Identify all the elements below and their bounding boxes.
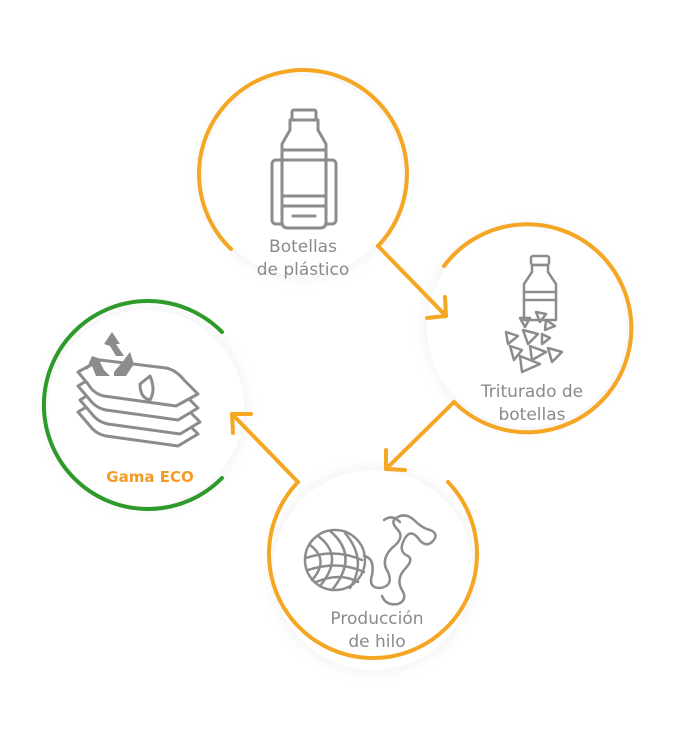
arrow-shred-to-yarn-icon	[384, 400, 456, 472]
yarn-ring	[267, 480, 479, 661]
label-yarn-production: Producción de hilo	[330, 608, 423, 654]
shredded-bottle-icon	[504, 254, 564, 374]
label-shredding-line-2: botellas	[498, 405, 566, 425]
label-shredding: Triturado de botellas	[481, 381, 583, 427]
label-plastic-bottles-line-2: de plástico	[256, 260, 350, 280]
label-yarn-production-line-1: Producción	[330, 609, 424, 629]
bottles-ring	[197, 67, 409, 251]
label-shredding-line-1: Triturado de	[480, 382, 584, 402]
label-eco-range: Gama ECO	[106, 466, 193, 489]
shred-ring	[442, 222, 634, 435]
plastic-bottles-icon	[270, 108, 338, 230]
label-plastic-bottles-line-1: Botellas	[269, 237, 337, 257]
yarn-ball-icon	[303, 514, 437, 606]
arrow-bottles-to-shred-icon	[376, 244, 448, 320]
label-plastic-bottles: Botellas de plástico	[257, 236, 350, 282]
arrow-yarn-to-eco-icon	[230, 412, 300, 484]
label-yarn-production-line-2: de hilo	[348, 632, 406, 652]
label-eco-range-line-1: Gama ECO	[106, 468, 194, 486]
recycled-fabric-icon	[76, 358, 202, 448]
recycle-symbol-icon	[86, 332, 134, 376]
eco-ring	[41, 299, 224, 511]
